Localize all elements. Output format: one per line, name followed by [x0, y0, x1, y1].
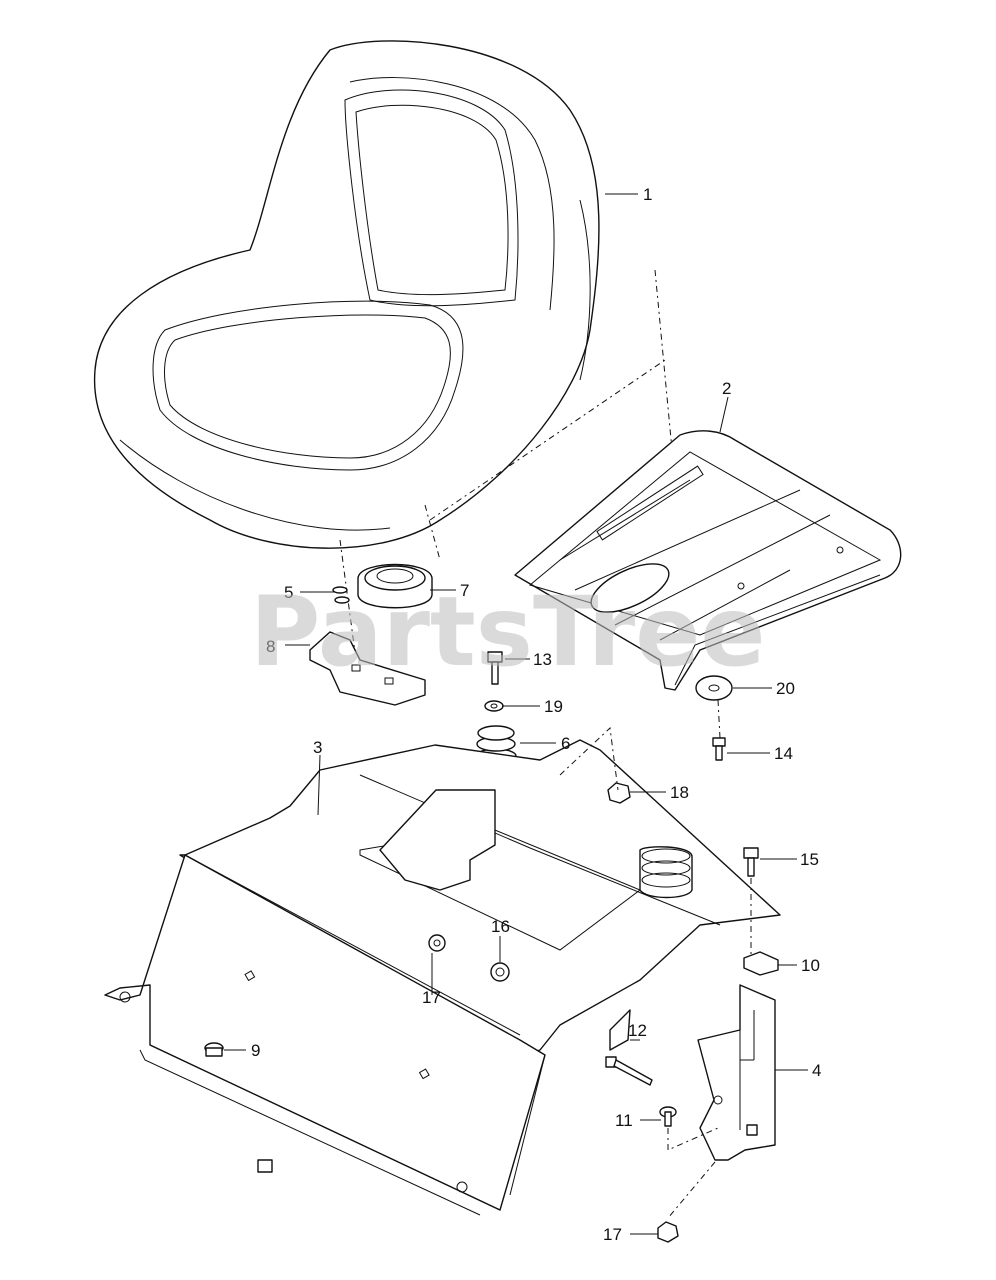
nut-part-17b[interactable] [657, 1221, 679, 1243]
callout-11: 11 [615, 1111, 633, 1130]
callout-17b: 17 [603, 1225, 622, 1244]
callout-18: 18 [670, 783, 689, 802]
clip-part-5[interactable] [332, 586, 350, 604]
callout-7: 7 [460, 581, 469, 600]
nut-part-17a[interactable] [428, 934, 446, 952]
assembly-line [667, 1127, 719, 1151]
callout-14: 14 [774, 744, 793, 763]
callout-12: 12 [628, 1021, 647, 1040]
callout-13: 13 [533, 650, 552, 669]
callout-19: 19 [544, 697, 563, 716]
washer-part-19[interactable] [484, 700, 504, 712]
seat-switch-part-7[interactable] [357, 563, 433, 609]
seat-base-part-3[interactable] [104, 739, 781, 1216]
bolt-part-11[interactable] [659, 1106, 677, 1127]
knob-part-20[interactable] [695, 675, 733, 701]
seat-pan-part-2[interactable] [514, 430, 902, 691]
callout-15: 15 [800, 850, 819, 869]
callout-leaders [224, 193, 808, 1235]
callout-10: 10 [801, 956, 820, 975]
bolt-part-14[interactable] [712, 737, 726, 761]
assembly-line [559, 726, 619, 791]
callout-8: 8 [266, 637, 275, 656]
callout-1: 1 [643, 185, 652, 204]
nut-part-10[interactable] [743, 951, 779, 976]
assembly-line [339, 539, 361, 691]
bolt-part-13[interactable] [487, 651, 503, 685]
watermark: PartsTree [250, 576, 765, 688]
assembly-line [667, 1161, 716, 1219]
callout-9: 9 [251, 1041, 260, 1060]
callout-17a: 17 [422, 988, 441, 1007]
nut-part-18[interactable] [607, 782, 631, 804]
callout-4: 4 [812, 1061, 821, 1080]
callout-20: 20 [776, 679, 795, 698]
seat-part-1[interactable] [93, 40, 600, 549]
plug-part-9[interactable] [204, 1042, 224, 1057]
callout-3: 3 [313, 738, 322, 757]
callout-6: 6 [561, 734, 570, 753]
callout-5: 5 [284, 583, 293, 602]
bolt-part-15[interactable] [743, 847, 759, 877]
callout-16: 16 [491, 917, 510, 936]
callout-2: 2 [722, 379, 731, 398]
bracket-part-8[interactable] [309, 631, 426, 706]
bracket-part-4[interactable] [697, 984, 776, 1161]
pin-part-12[interactable] [605, 1056, 653, 1086]
nut-part-16[interactable] [490, 962, 510, 982]
assembly-line [717, 699, 721, 739]
